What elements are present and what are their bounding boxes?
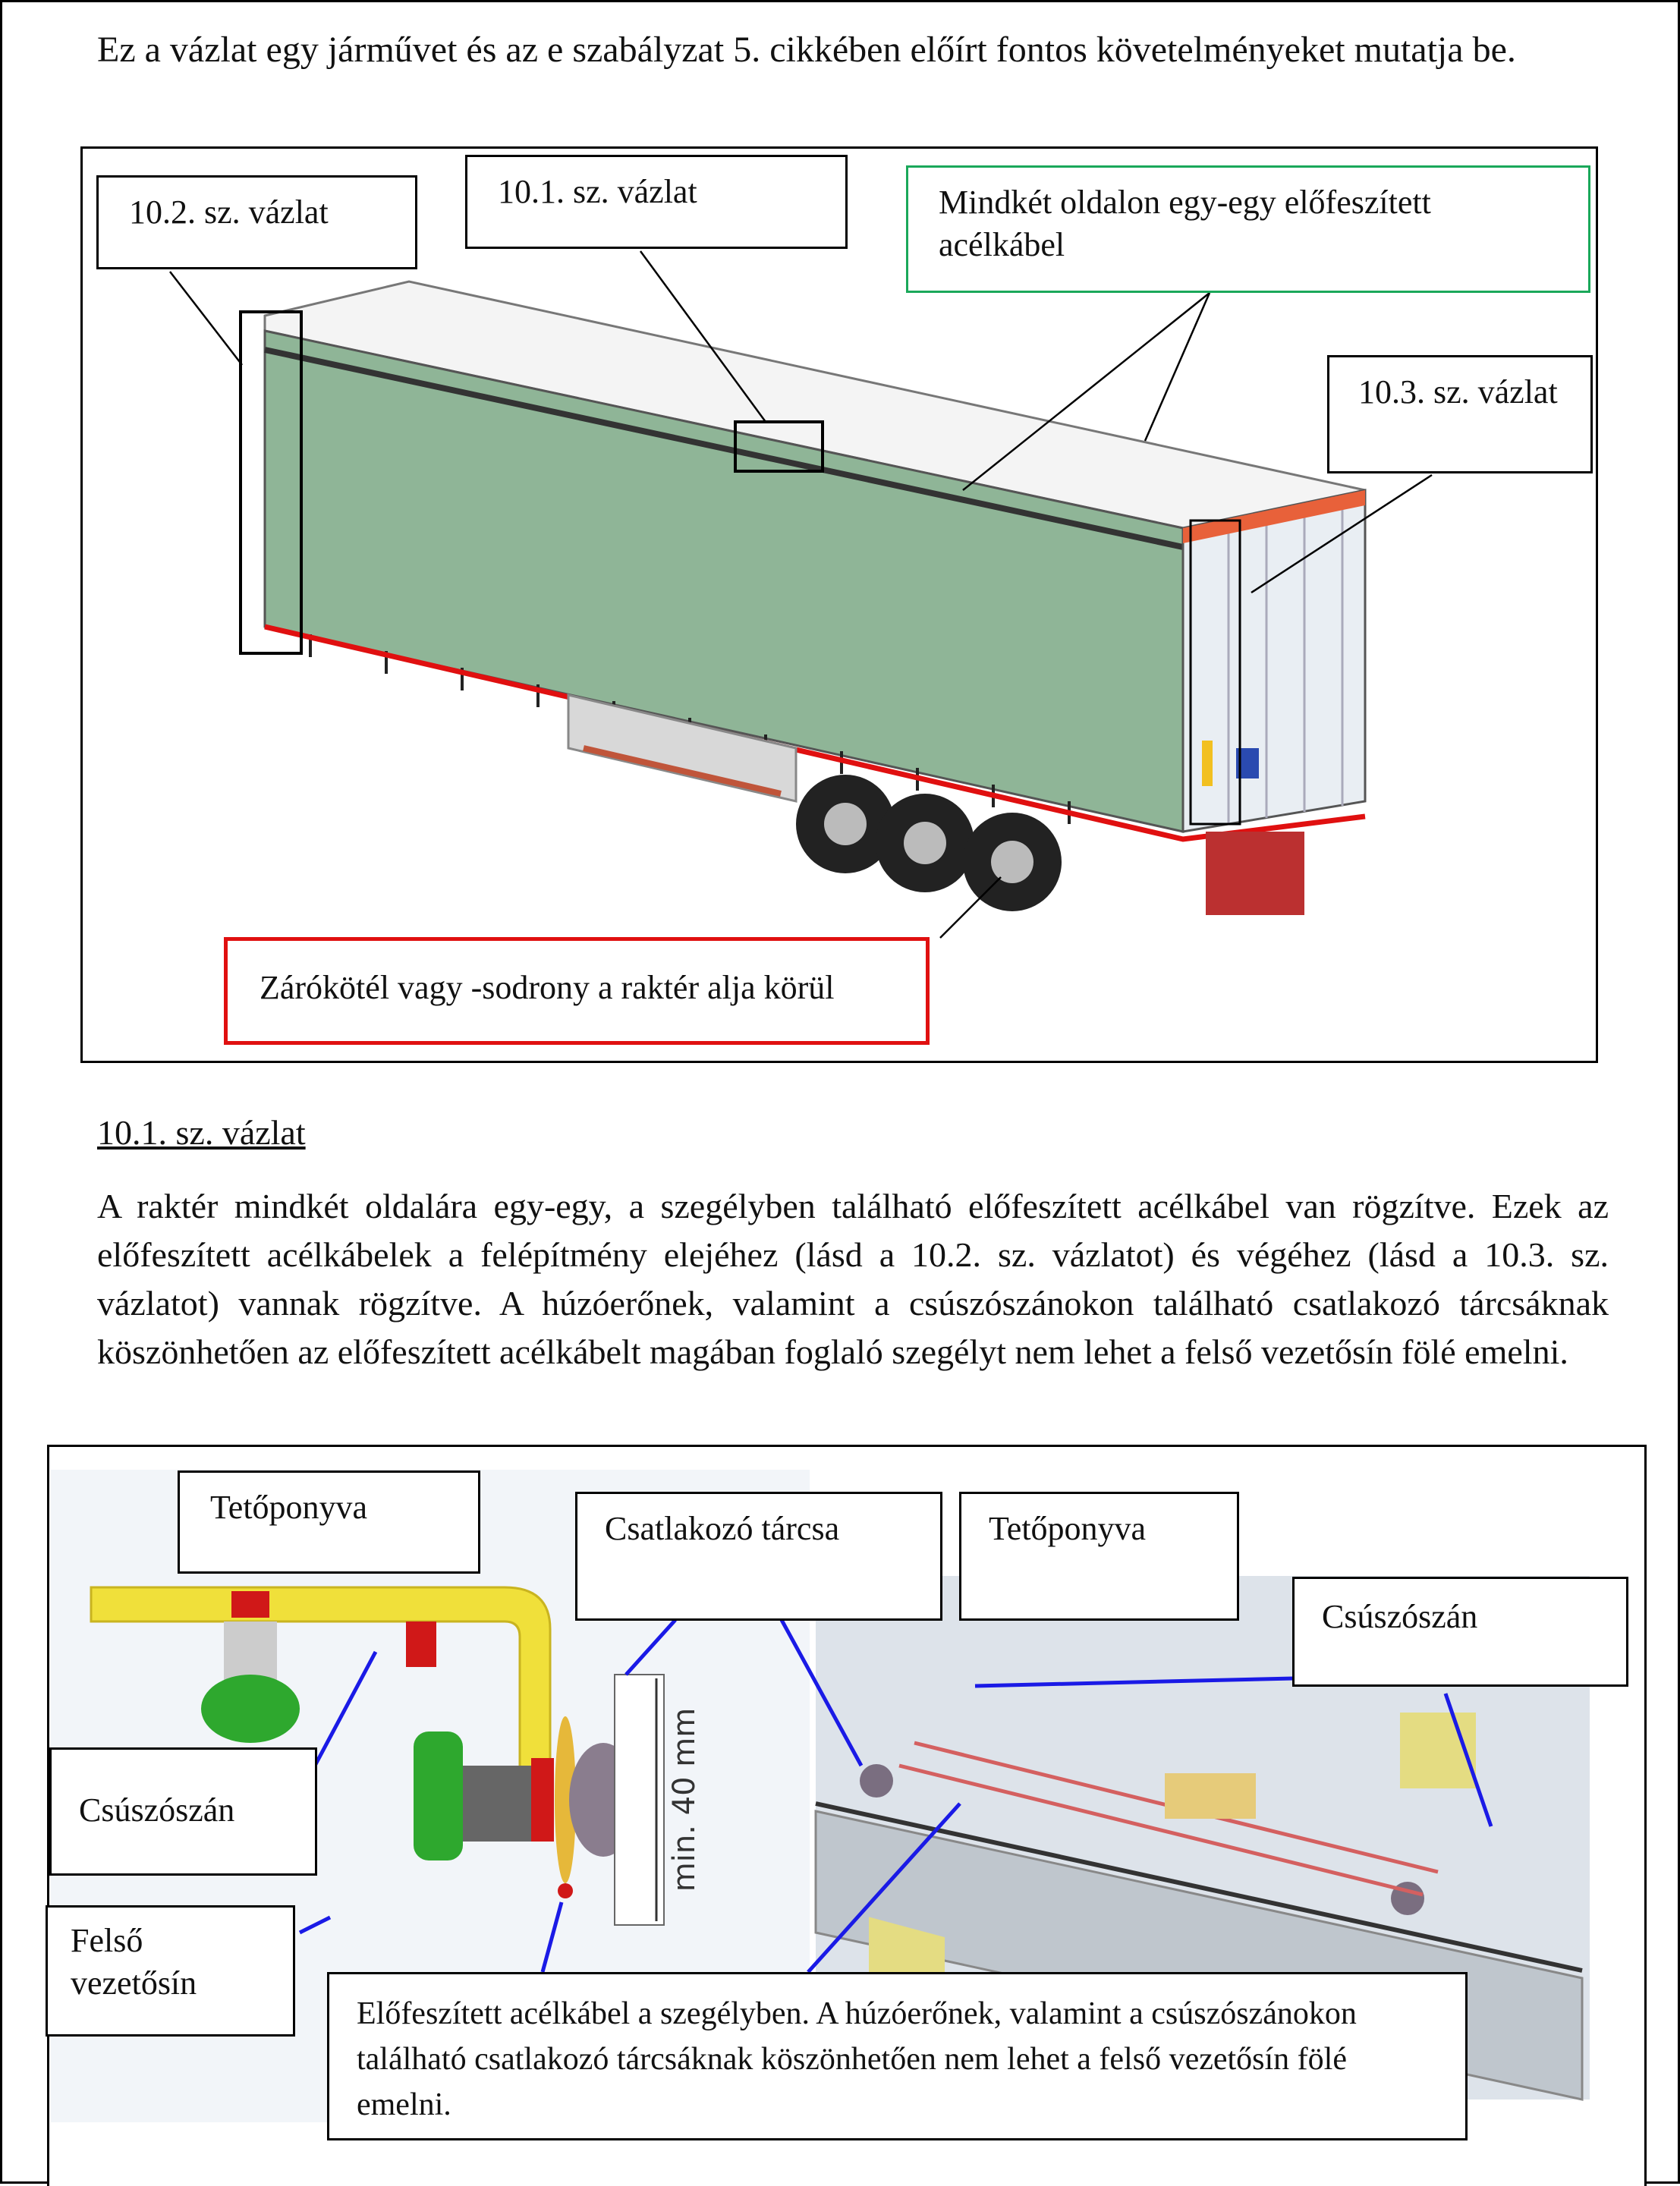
label-connecting-disc: Csatlakozó tárcsa [575, 1492, 942, 1621]
label-slider-right: Csúszószán [1292, 1577, 1628, 1687]
label-steel-cable: Mindkét oldalon egy-egy előfeszített acé… [906, 165, 1590, 293]
intro-text: Ez a vázlat egy járművet és az e szabály… [97, 30, 1516, 70]
label-upper-guide-rail: Felső vezetősín [46, 1905, 295, 2037]
label-slider-left: Csúszószán [49, 1747, 317, 1876]
label-cable-description: Előfeszített acélkábel a szegélyben. A h… [327, 1972, 1468, 2140]
label-roof-tarp-right: Tetőponyva [959, 1492, 1239, 1621]
label-sketch-10-1: 10.1. sz. vázlat [465, 155, 848, 249]
slider-detail-figure: min. 40 mm Tetőponyva Csatlakozó tárcsa … [46, 1445, 1647, 2186]
label-closing-rope: Zárókötél vagy -sodrony a raktér alja kö… [224, 937, 930, 1045]
section-paragraph: A raktér mindkét oldalára egy-egy, a sze… [97, 1187, 1609, 1371]
trailer-illustration [169, 250, 1433, 939]
label-sketch-10-2: 10.2. sz. vázlat [96, 175, 417, 269]
label-roof-tarp-left: Tetőponyva [178, 1470, 480, 1574]
dimension-label: min. 40 mm [667, 1708, 702, 1892]
trailer-figure: 10.2. sz. vázlat 10.1. sz. vázlat Mindké… [80, 146, 1598, 1063]
label-sketch-10-3: 10.3. sz. vázlat [1327, 355, 1593, 473]
section-heading: 10.1. sz. vázlat [97, 1113, 306, 1152]
